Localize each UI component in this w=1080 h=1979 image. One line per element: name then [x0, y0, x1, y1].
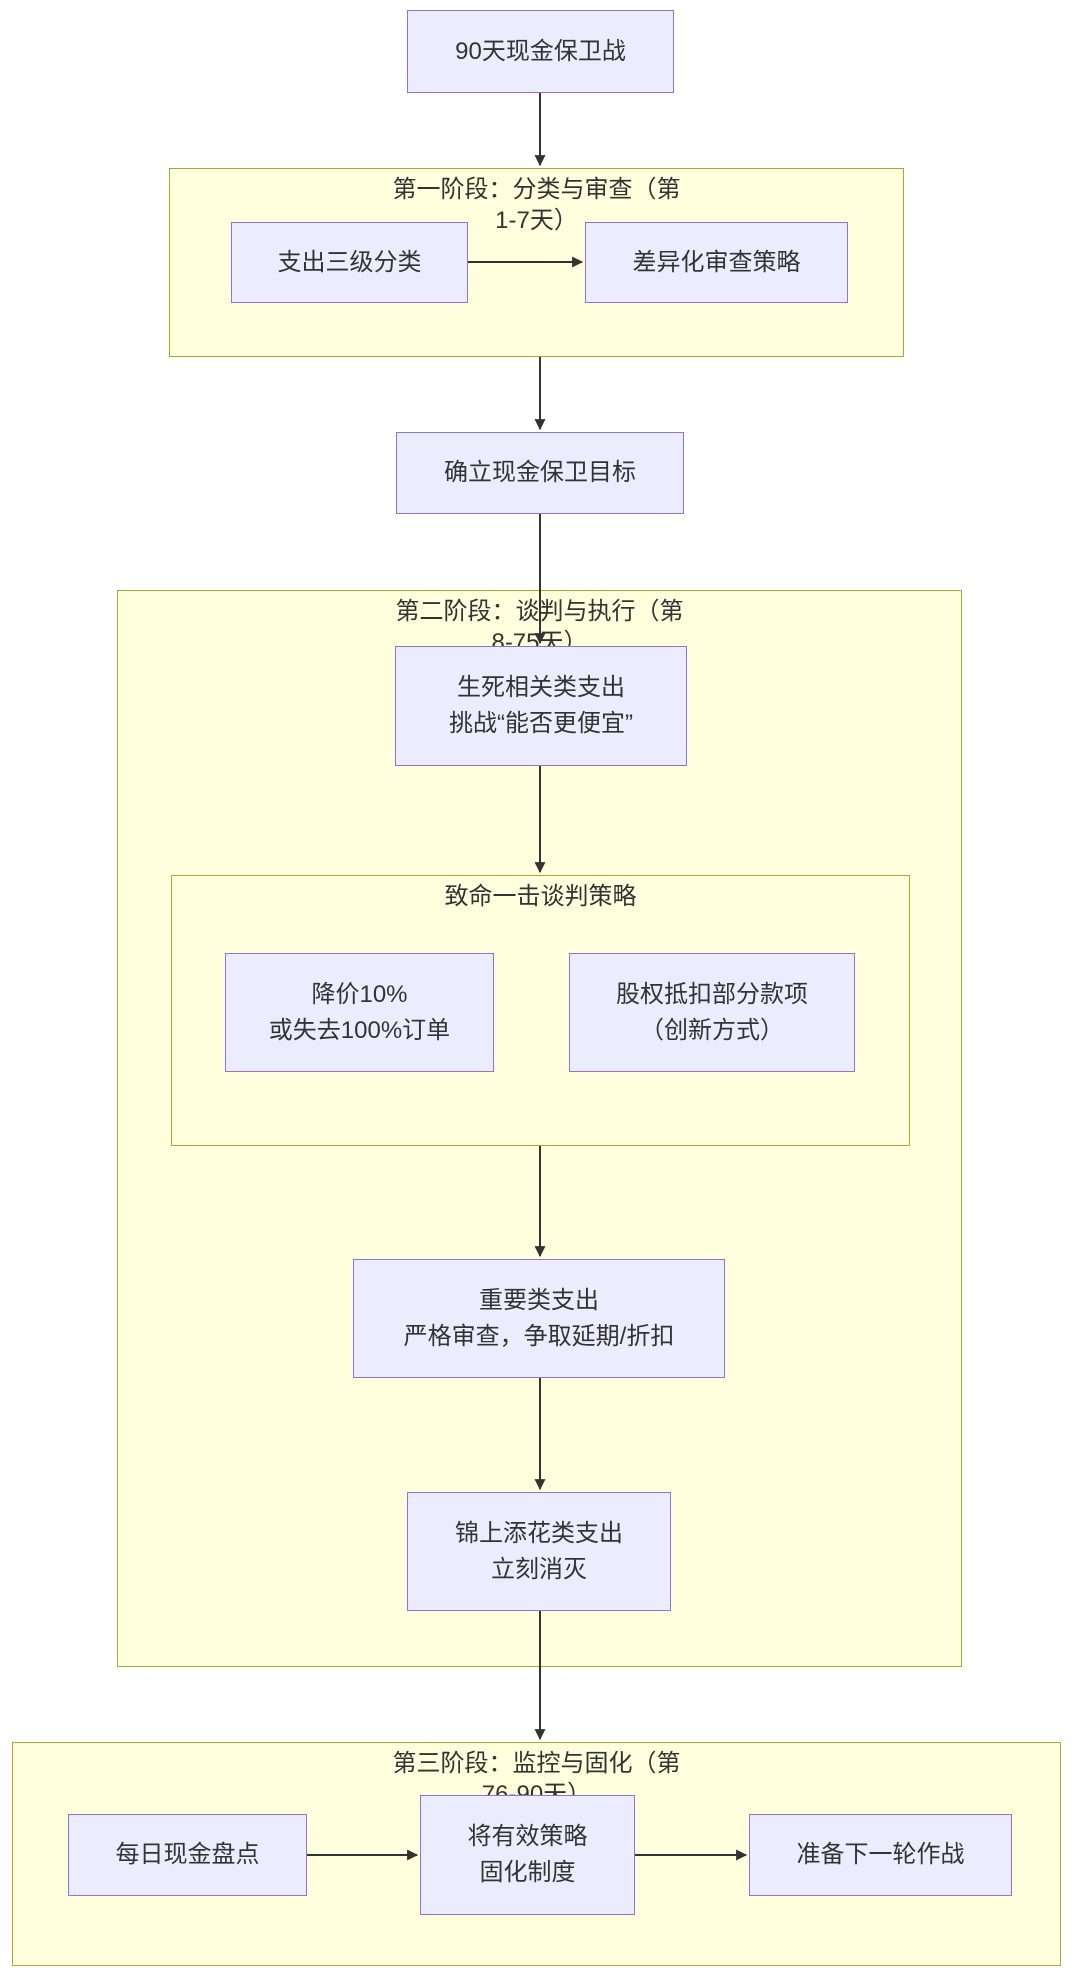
node-solidify-strategy-line1: 将有效策略: [467, 1823, 588, 1850]
subgraph-phase1-title-line1: 第一阶段：分类与审查（第: [392, 176, 681, 203]
subgraph-phase3-title-line1: 第三阶段：监控与固化（第: [392, 1750, 681, 1777]
node-price-cut-line2: 或失去100%订单: [268, 1016, 451, 1044]
node-campaign-root-label: 90天现金保卫战: [455, 37, 626, 65]
node-critical-expense: 生死相关类支出 挑战“能否更便宜”: [395, 646, 687, 766]
node-equity-offset: 股权抵扣部分款项 （创新方式）: [569, 953, 855, 1072]
node-nice-to-have-expense-line1: 锦上添花类支出: [455, 1519, 623, 1547]
node-nice-to-have-expense-line2: 立刻消灭: [491, 1555, 587, 1583]
subgraph-strategy-title-line1: 致命一击谈判策略: [444, 883, 637, 910]
node-next-round: 准备下一轮作战: [749, 1814, 1012, 1896]
node-next-round-label: 准备下一轮作战: [796, 1841, 965, 1868]
node-critical-expense-line2: 挑战“能否更便宜”: [449, 710, 633, 737]
node-differentiated-review-label: 差异化审查策略: [632, 248, 801, 276]
node-price-cut-line1: 降价10%: [311, 980, 408, 1008]
node-critical-expense-line1: 生死相关类支出: [457, 674, 625, 701]
node-solidify-strategy-line2: 固化制度: [479, 1859, 576, 1886]
node-campaign-root: 90天现金保卫战: [407, 10, 674, 93]
node-differentiated-review: 差异化审查策略: [585, 222, 848, 303]
node-daily-cash-check-label: 每日现金盘点: [115, 1841, 260, 1868]
subgraph-strategy-title: 致命一击谈判策略: [172, 881, 909, 912]
node-expense-classification-label: 支出三级分类: [277, 248, 422, 276]
node-solidify-strategy: 将有效策略 固化制度: [420, 1795, 635, 1915]
node-nice-to-have-expense: 锦上添花类支出 立刻消灭: [407, 1492, 671, 1611]
node-daily-cash-check: 每日现金盘点: [68, 1814, 307, 1896]
subgraph-phase1-title-line2: 1-7天）: [495, 207, 578, 234]
node-important-expense-line2: 严格审查，争取延期/折扣: [403, 1322, 675, 1350]
node-expense-classification: 支出三级分类: [231, 222, 468, 303]
node-price-cut: 降价10% 或失去100%订单: [225, 953, 494, 1072]
subgraph-phase3-title: 第三阶段：监控与固化（第 76-90天）: [13, 1748, 1060, 1810]
node-important-expense-line1: 重要类支出: [479, 1286, 599, 1314]
node-equity-offset-line2: （创新方式）: [640, 1016, 784, 1044]
node-important-expense: 重要类支出 严格审查，争取延期/折扣: [353, 1259, 725, 1378]
node-equity-offset-line1: 股权抵扣部分款项: [616, 980, 808, 1008]
node-cash-defense-goal: 确立现金保卫目标: [396, 432, 684, 514]
node-cash-defense-goal-label: 确立现金保卫目标: [444, 459, 636, 486]
subgraph-phase1-title: 第一阶段：分类与审查（第 1-7天）: [170, 174, 903, 236]
subgraph-phase2-title-line1: 第二阶段：谈判与执行（第: [395, 598, 684, 625]
